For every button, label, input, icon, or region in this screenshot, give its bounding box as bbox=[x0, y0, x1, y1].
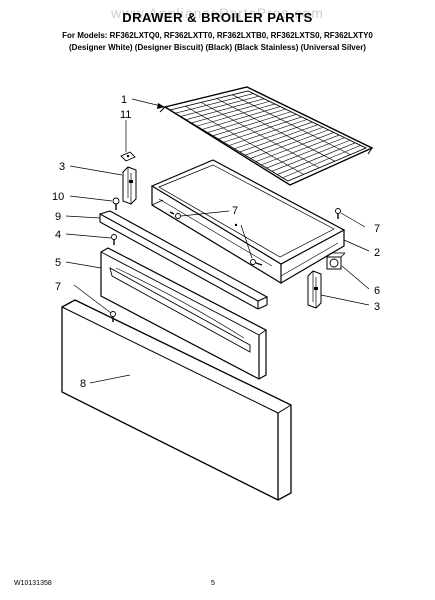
screw-7a bbox=[110, 311, 116, 322]
models-line: For Models: RF362LXTQ0, RF362LXTT0, RF36… bbox=[62, 31, 373, 40]
callout-7-center: 7 bbox=[232, 205, 238, 217]
page-number: 5 bbox=[211, 580, 215, 587]
page-title: DRAWER & BROILER PARTS bbox=[122, 10, 313, 25]
drawer-rail bbox=[98, 210, 269, 310]
callout-11: 11 bbox=[120, 109, 131, 121]
outer-drawer-panel bbox=[61, 299, 292, 501]
callout-1: 1 bbox=[121, 94, 127, 106]
models-header: For Models: RF362LXTQ0, RF362LXTT0, RF36… bbox=[0, 30, 435, 54]
screw-10 bbox=[112, 197, 120, 210]
variants-line: (Designer White) (Designer Biscuit) (Bla… bbox=[69, 43, 366, 52]
callout-labels: 1 11 3 10 9 4 5 7 8 7 7 2 6 3 bbox=[52, 94, 380, 390]
callout-3-right: 3 bbox=[374, 301, 380, 313]
callout-4: 4 bbox=[55, 229, 61, 241]
document-number: W10131358 bbox=[14, 580, 52, 587]
screw-4 bbox=[111, 234, 117, 245]
callout-7-left: 7 bbox=[55, 281, 61, 293]
callout-5: 5 bbox=[55, 257, 61, 269]
oven-rack bbox=[159, 86, 374, 186]
retaining-clip bbox=[120, 151, 136, 162]
screw-7d bbox=[335, 208, 341, 219]
callout-3-left: 3 bbox=[59, 161, 65, 173]
callout-6: 6 bbox=[374, 285, 380, 297]
inner-drawer-front bbox=[100, 247, 267, 380]
broiler-drawer-pan bbox=[150, 159, 346, 285]
drawer-glide bbox=[326, 252, 346, 270]
callout-8: 8 bbox=[80, 378, 86, 390]
screw-7c bbox=[250, 259, 263, 266]
callout-9: 9 bbox=[55, 211, 61, 223]
callout-10: 10 bbox=[52, 191, 64, 203]
drawer-slide-left bbox=[122, 166, 137, 205]
leader-lines bbox=[65, 98, 370, 384]
drawer-slide-right bbox=[307, 270, 322, 309]
watermark: www.AppliancePartsPros.com bbox=[111, 5, 324, 21]
callout-2: 2 bbox=[374, 247, 380, 259]
callout-7-right: 7 bbox=[374, 223, 380, 235]
screw-7b bbox=[169, 211, 181, 219]
